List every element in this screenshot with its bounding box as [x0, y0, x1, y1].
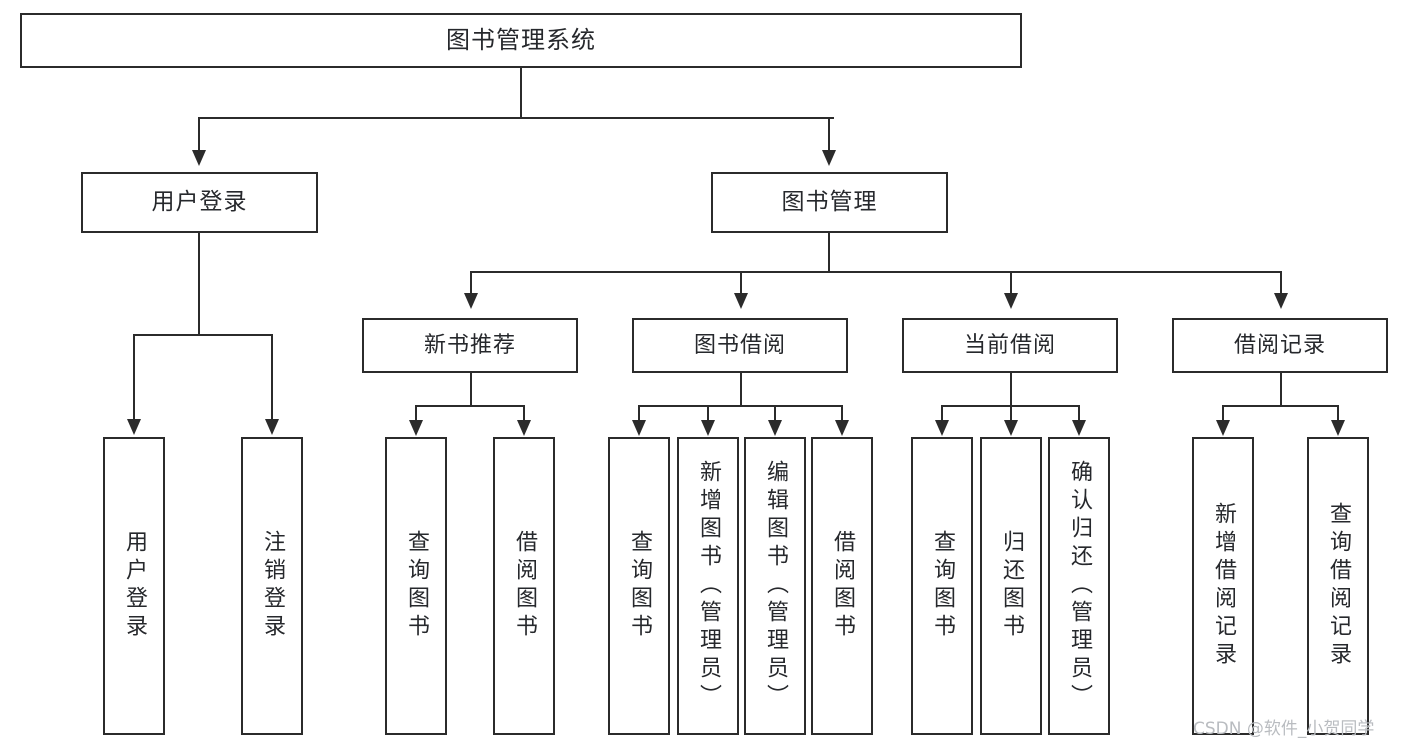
connector-current-borrow-stem	[1010, 373, 1012, 406]
node-label: 查询图书	[627, 530, 652, 642]
connector-book-management-stem	[828, 233, 830, 272]
node-label: 查询图书	[930, 530, 955, 642]
connector-user-login-bar	[133, 334, 272, 336]
connector-new-book-recommend-stem	[470, 373, 472, 406]
leaf-logout-login[interactable]: 注销登录	[241, 437, 303, 735]
watermark-text: CSDN @软件_小贺同学	[1193, 719, 1375, 739]
arrowhead-leaf-borrow-book-2	[835, 420, 849, 436]
node-label: 借阅图书	[512, 530, 537, 642]
node-label: 编辑图书（管理员）	[763, 460, 788, 712]
arrowhead-new-book-recommend	[464, 293, 478, 309]
node-label: 用户登录	[151, 189, 248, 216]
arrowhead-leaf-add-book-admin	[701, 420, 715, 436]
node-user-login[interactable]: 用户登录	[81, 172, 318, 233]
connector-tier2-drop-book-management	[828, 117, 830, 151]
connector-drop-leaf-query-borrow-record	[1337, 405, 1339, 421]
arrowhead-book-borrow	[734, 293, 748, 309]
connector-tier3-drop-borrow-record	[1280, 271, 1282, 294]
connector-root-stem	[520, 68, 522, 118]
connector-book-borrow-stem	[740, 373, 742, 406]
connector-tier3-drop-new-book-recommend	[470, 271, 472, 294]
leaf-borrow-book-new-recommend[interactable]: 借阅图书	[493, 437, 555, 735]
arrowhead-leaf-return-book	[1004, 420, 1018, 436]
connector-tier3-drop-current-borrow	[1010, 271, 1012, 294]
arrowhead-borrow-record	[1274, 293, 1288, 309]
leaf-return-book[interactable]: 归还图书	[980, 437, 1042, 735]
node-label: 用户登录	[122, 530, 147, 642]
node-label: 查询图书	[404, 530, 429, 642]
node-label: 新增图书（管理员）	[696, 460, 721, 712]
connector-borrow-record-stem	[1280, 373, 1282, 406]
connector-tier3-drop-book-borrow	[740, 271, 742, 294]
arrowhead-leaf-edit-book-admin	[768, 420, 782, 436]
node-book-borrow[interactable]: 图书借阅	[632, 318, 848, 373]
arrowhead-leaf-borrow-book-1	[517, 420, 531, 436]
leaf-confirm-return-admin[interactable]: 确认归还（管理员）	[1048, 437, 1110, 735]
arrowhead-book-management	[822, 150, 836, 166]
connector-drop-leaf-add-book-admin	[707, 405, 709, 421]
node-label: 借阅记录	[1233, 332, 1326, 358]
node-label: 查询借阅记录	[1326, 502, 1351, 670]
node-label: 借阅图书	[830, 530, 855, 642]
connector-drop-leaf-user-login	[133, 334, 135, 420]
connector-drop-leaf-confirm-return-admin	[1078, 405, 1080, 421]
node-borrow-record[interactable]: 借阅记录	[1172, 318, 1388, 373]
leaf-query-borrow-record[interactable]: 查询借阅记录	[1307, 437, 1369, 735]
connector-user-login-stem	[198, 233, 200, 335]
leaf-add-borrow-record[interactable]: 新增借阅记录	[1192, 437, 1254, 735]
leaf-borrow-book-borrow[interactable]: 借阅图书	[811, 437, 873, 735]
node-label: 确认归还（管理员）	[1067, 460, 1092, 712]
node-label: 图书管理	[781, 189, 878, 216]
node-label: 新增借阅记录	[1211, 502, 1236, 670]
connector-borrow-record-bar	[1222, 405, 1339, 407]
arrowhead-leaf-query-book-1	[409, 420, 423, 436]
connector-drop-leaf-query-book-1	[415, 405, 417, 421]
connector-drop-leaf-logout-login	[271, 334, 273, 420]
arrowhead-leaf-logout-login	[265, 419, 279, 435]
connector-drop-leaf-add-borrow-record	[1222, 405, 1224, 421]
arrowhead-leaf-confirm-return-admin	[1072, 420, 1086, 436]
arrowhead-current-borrow	[1004, 293, 1018, 309]
connector-drop-leaf-borrow-book-2	[841, 405, 843, 421]
node-new-book-recommend[interactable]: 新书推荐	[362, 318, 578, 373]
connector-book-borrow-bar	[638, 405, 843, 407]
arrowhead-leaf-user-login	[127, 419, 141, 435]
node-book-management[interactable]: 图书管理	[711, 172, 948, 233]
node-label: 新书推荐	[423, 332, 516, 358]
connector-tier2-bar	[198, 117, 834, 119]
connector-drop-leaf-query-book-3	[941, 405, 943, 421]
arrowhead-leaf-add-borrow-record	[1216, 420, 1230, 436]
connector-drop-leaf-edit-book-admin	[774, 405, 776, 421]
leaf-query-book-current[interactable]: 查询图书	[911, 437, 973, 735]
arrowhead-user-login	[192, 150, 206, 166]
connector-new-book-recommend-bar	[415, 405, 525, 407]
node-label: 归还图书	[999, 530, 1024, 642]
arrowhead-leaf-query-borrow-record	[1331, 420, 1345, 436]
node-label: 注销登录	[260, 530, 285, 642]
node-label: 图书管理系统	[446, 25, 596, 54]
leaf-user-login[interactable]: 用户登录	[103, 437, 165, 735]
node-root-book-management-system[interactable]: 图书管理系统	[20, 13, 1022, 68]
node-label: 当前借阅	[963, 332, 1056, 358]
connector-tier3-bar	[470, 271, 1281, 273]
connector-drop-leaf-return-book	[1010, 405, 1012, 421]
arrowhead-leaf-query-book-2	[632, 420, 646, 436]
leaf-query-book-borrow[interactable]: 查询图书	[608, 437, 670, 735]
connector-drop-leaf-query-book-2	[638, 405, 640, 421]
leaf-edit-book-admin[interactable]: 编辑图书（管理员）	[744, 437, 806, 735]
connector-drop-leaf-borrow-book-1	[523, 405, 525, 421]
arrowhead-leaf-query-book-3	[935, 420, 949, 436]
node-label: 图书借阅	[693, 332, 786, 358]
leaf-query-book-new-recommend[interactable]: 查询图书	[385, 437, 447, 735]
node-current-borrow[interactable]: 当前借阅	[902, 318, 1118, 373]
connector-tier2-drop-user-login	[198, 117, 200, 151]
leaf-add-book-admin[interactable]: 新增图书（管理员）	[677, 437, 739, 735]
